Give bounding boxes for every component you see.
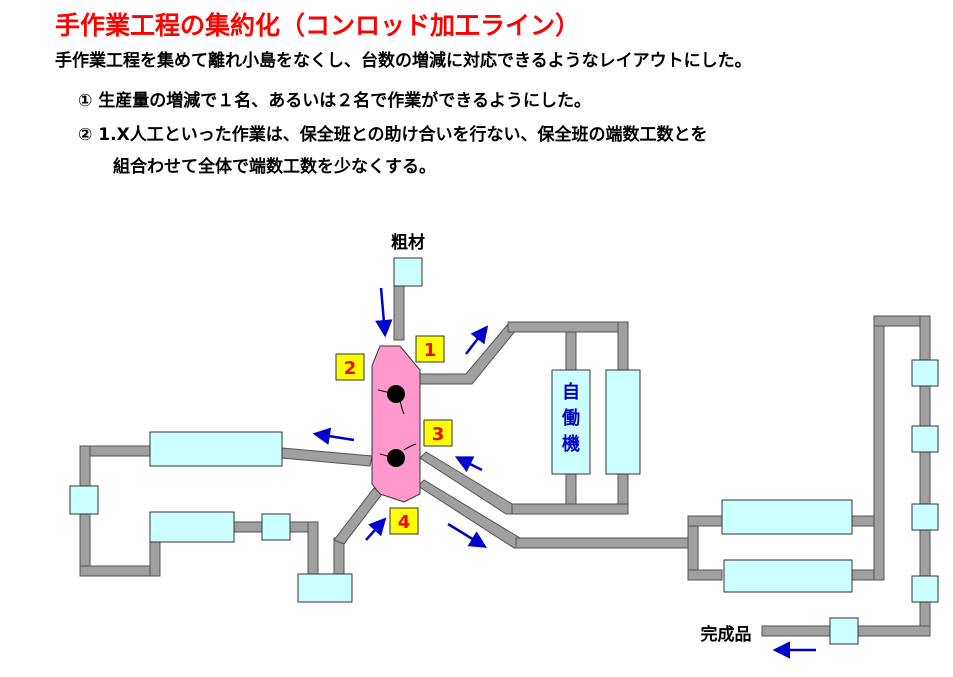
- point-2-line-1: ② 1.X人工といった作業は、保全班との助け合いを行ない、保全班の端数工数とを: [78, 125, 708, 145]
- intro-text: 手作業工程を集めて離れ小島をなくし、台数の増減に対応できるようなレイアウトにした…: [55, 51, 752, 71]
- machine-finished: [829, 617, 859, 645]
- station-number-1: 1: [424, 340, 437, 361]
- station-box-4: [389, 507, 419, 535]
- conveyor-right-vertical-2: [873, 315, 885, 581]
- arrow-up-to-4: [365, 517, 387, 541]
- auto-machine: [551, 369, 591, 475]
- work-area-shape: [371, 345, 421, 503]
- arrow-station4-out: [447, 522, 487, 548]
- conveyor-automachine-inner-1: [565, 331, 577, 373]
- station-box-1: [415, 335, 445, 363]
- auto-machine-label-2: 働: [561, 407, 580, 429]
- finished-label: 完成品: [701, 624, 752, 645]
- auto-machine-label-3: 機: [562, 433, 580, 455]
- work-area: [371, 345, 421, 503]
- conveyor-automachine-bottom: [507, 503, 629, 515]
- machine-far-right-1: [911, 359, 939, 387]
- machine-auto-2: [605, 369, 641, 475]
- arrow-raw-in: [375, 287, 393, 338]
- auto-machine-label-1: 自: [562, 381, 580, 403]
- conveyor-station4-in: [333, 487, 383, 545]
- machine-left-1: [149, 431, 283, 467]
- page-title: 手作業工程の集約化（コンロッド加工ライン）: [55, 11, 581, 40]
- raw-material-box: [393, 257, 423, 287]
- station-number-2: 2: [344, 358, 357, 379]
- conveyor-long-horizontal: [515, 537, 689, 549]
- machine-left-2: [149, 511, 235, 543]
- machine-left-side: [69, 485, 99, 515]
- machine-far-right-4: [911, 575, 939, 603]
- station-boxes: 1 2 3 4: [335, 335, 453, 535]
- conveyor-right-bottom-1: [687, 569, 723, 581]
- machine-right-1: [721, 499, 853, 535]
- station-number-4: 4: [398, 512, 411, 533]
- machine-left-small: [261, 513, 291, 541]
- conveyor-left-down: [307, 521, 319, 579]
- flow-arrows: [312, 287, 816, 659]
- conveyor-automachine-top: [507, 321, 629, 333]
- operator-2: [387, 449, 405, 467]
- conveyor-return-station3: [419, 451, 513, 515]
- arrow-return-3: [454, 456, 483, 473]
- conveyor-automachine-inner-2: [565, 471, 577, 505]
- conveyor-left-top: [79, 445, 153, 457]
- station-box-3: [423, 419, 453, 447]
- conveyor-left-bottom: [79, 565, 161, 577]
- station-number-3: 3: [432, 424, 445, 445]
- conveyor-right-top-1: [687, 515, 723, 527]
- point-2-line-2: 組合わせて全体で端数工数を少なくする。: [113, 157, 436, 177]
- conveyor-left-to-small: [233, 521, 265, 533]
- machine-far-right-2: [911, 425, 939, 453]
- machine-right-2: [723, 559, 853, 593]
- arrow-station1-out: [465, 325, 489, 355]
- machines: [69, 257, 939, 645]
- machine-far-right-3: [911, 503, 939, 531]
- point-1: ① 生産量の増減で１名、あるいは２名で作業ができるようにした。: [78, 91, 591, 111]
- conveyor-left-upper-link: [281, 447, 373, 467]
- conveyor-up-to-4: [333, 537, 345, 579]
- conveyor-left-mid-vertical: [149, 539, 161, 577]
- conveyor-raw-feed: [393, 285, 405, 341]
- operator-1: [387, 385, 405, 403]
- raw-material-label: 粗材: [391, 232, 425, 253]
- machine-bottom: [297, 573, 353, 603]
- arrow-to-left: [312, 427, 355, 445]
- station-box-2: [335, 353, 365, 381]
